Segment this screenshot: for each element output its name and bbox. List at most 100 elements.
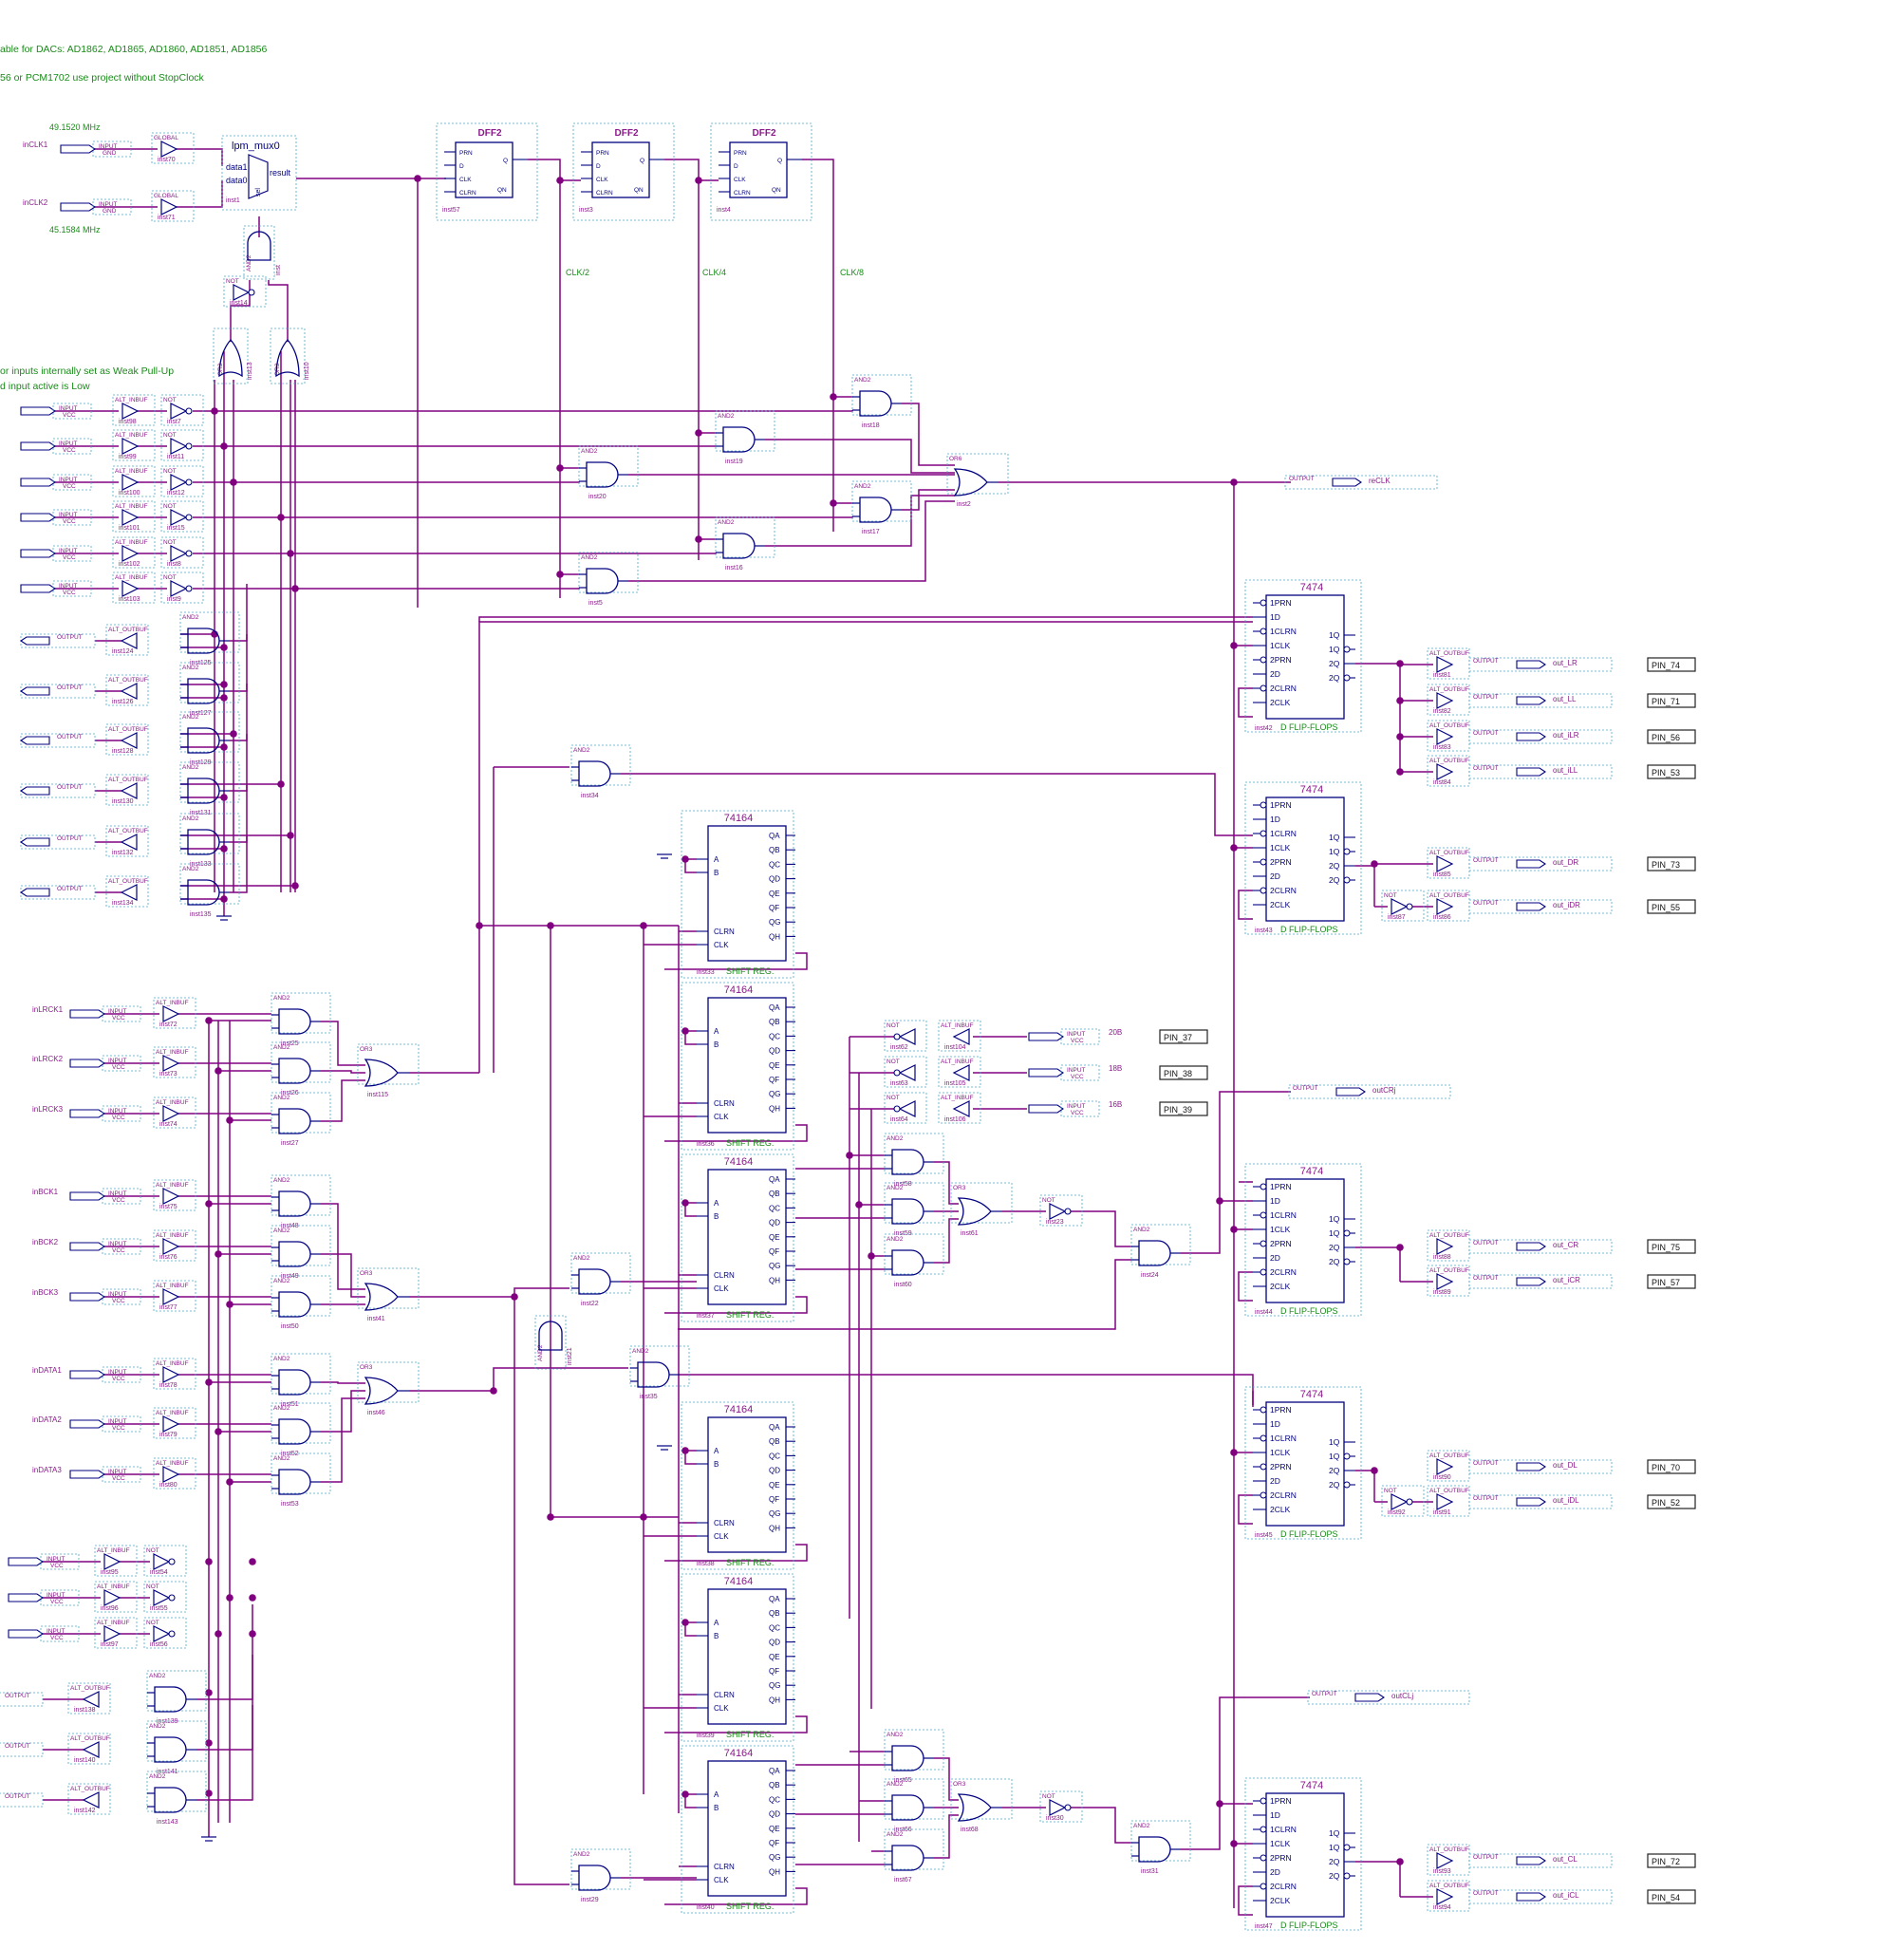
output-pin-left[interactable]: OUTPUT <box>20 684 96 699</box>
output-pin-left[interactable]: OUTPUT <box>20 783 96 798</box>
pin-assignment[interactable]: PIN_71 <box>1647 693 1696 708</box>
output-pin-left[interactable]: OUTPUT <box>20 885 96 900</box>
pin-assignment[interactable]: PIN_57 <box>1647 1274 1696 1289</box>
pin-assignment[interactable]: PIN_53 <box>1647 764 1696 779</box>
pin-assignment[interactable]: PIN_72 <box>1647 1853 1696 1868</box>
pin-assignment[interactable]: PIN_70 <box>1647 1459 1696 1474</box>
output-pin-left[interactable]: OUTPUT <box>20 633 96 648</box>
d-flipflop-7474[interactable]: 74741PRN1D1CLRN1CLK2PRN2D2CLRN2CLK1Q1Q2Q… <box>1244 1386 1362 1540</box>
d-flipflop-7474[interactable]: 74741PRN1D1CLRN1CLK2PRN2D2CLRN2CLK1Q1Q2Q… <box>1244 579 1362 733</box>
pin-assignment[interactable]: PIN_73 <box>1647 856 1696 871</box>
pin-assignment[interactable]: PIN_56 <box>1647 729 1696 744</box>
output-pin-left[interactable]: OUTPUT <box>0 1742 44 1757</box>
ground-symbol[interactable] <box>657 853 672 859</box>
